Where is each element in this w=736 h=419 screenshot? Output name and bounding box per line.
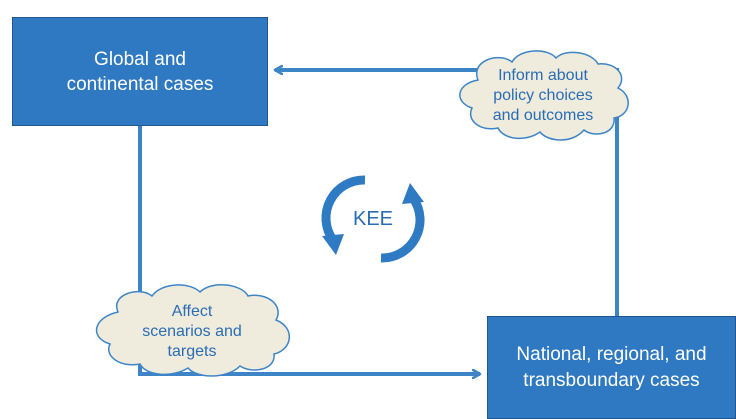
cloud-affect-line-1: Affect xyxy=(171,303,213,320)
cloud-affect xyxy=(95,284,290,377)
national-box-line-1: National, regional, and xyxy=(516,343,707,365)
kee-label: KEE xyxy=(352,207,394,230)
national-box-line-2: transboundary cases xyxy=(523,369,700,391)
cloud-affect-line-3: targets xyxy=(167,343,217,360)
global-continental-box: Global and continental cases xyxy=(12,17,268,126)
national-transboundary-box: National, regional, and transboundary ca… xyxy=(487,316,736,419)
global-box-line-2: continental cases xyxy=(66,73,214,95)
cloud-inform-line-2: policy choices xyxy=(493,87,593,104)
cycle-arrows-icon xyxy=(321,175,425,263)
cloud-inform-line-3: and outcomes xyxy=(492,107,594,124)
global-box-line-1: Global and xyxy=(94,48,186,70)
cloud-inform-line-1: Inform about xyxy=(498,67,588,84)
connector-to-national xyxy=(138,126,480,374)
cloud-inform-label: Inform about policy choices and outcomes xyxy=(460,63,626,129)
cloud-affect-line-2: scenarios and xyxy=(142,323,242,340)
cloud-affect-label: Affect scenarios and targets xyxy=(99,298,285,366)
cloud-inform xyxy=(459,50,629,141)
